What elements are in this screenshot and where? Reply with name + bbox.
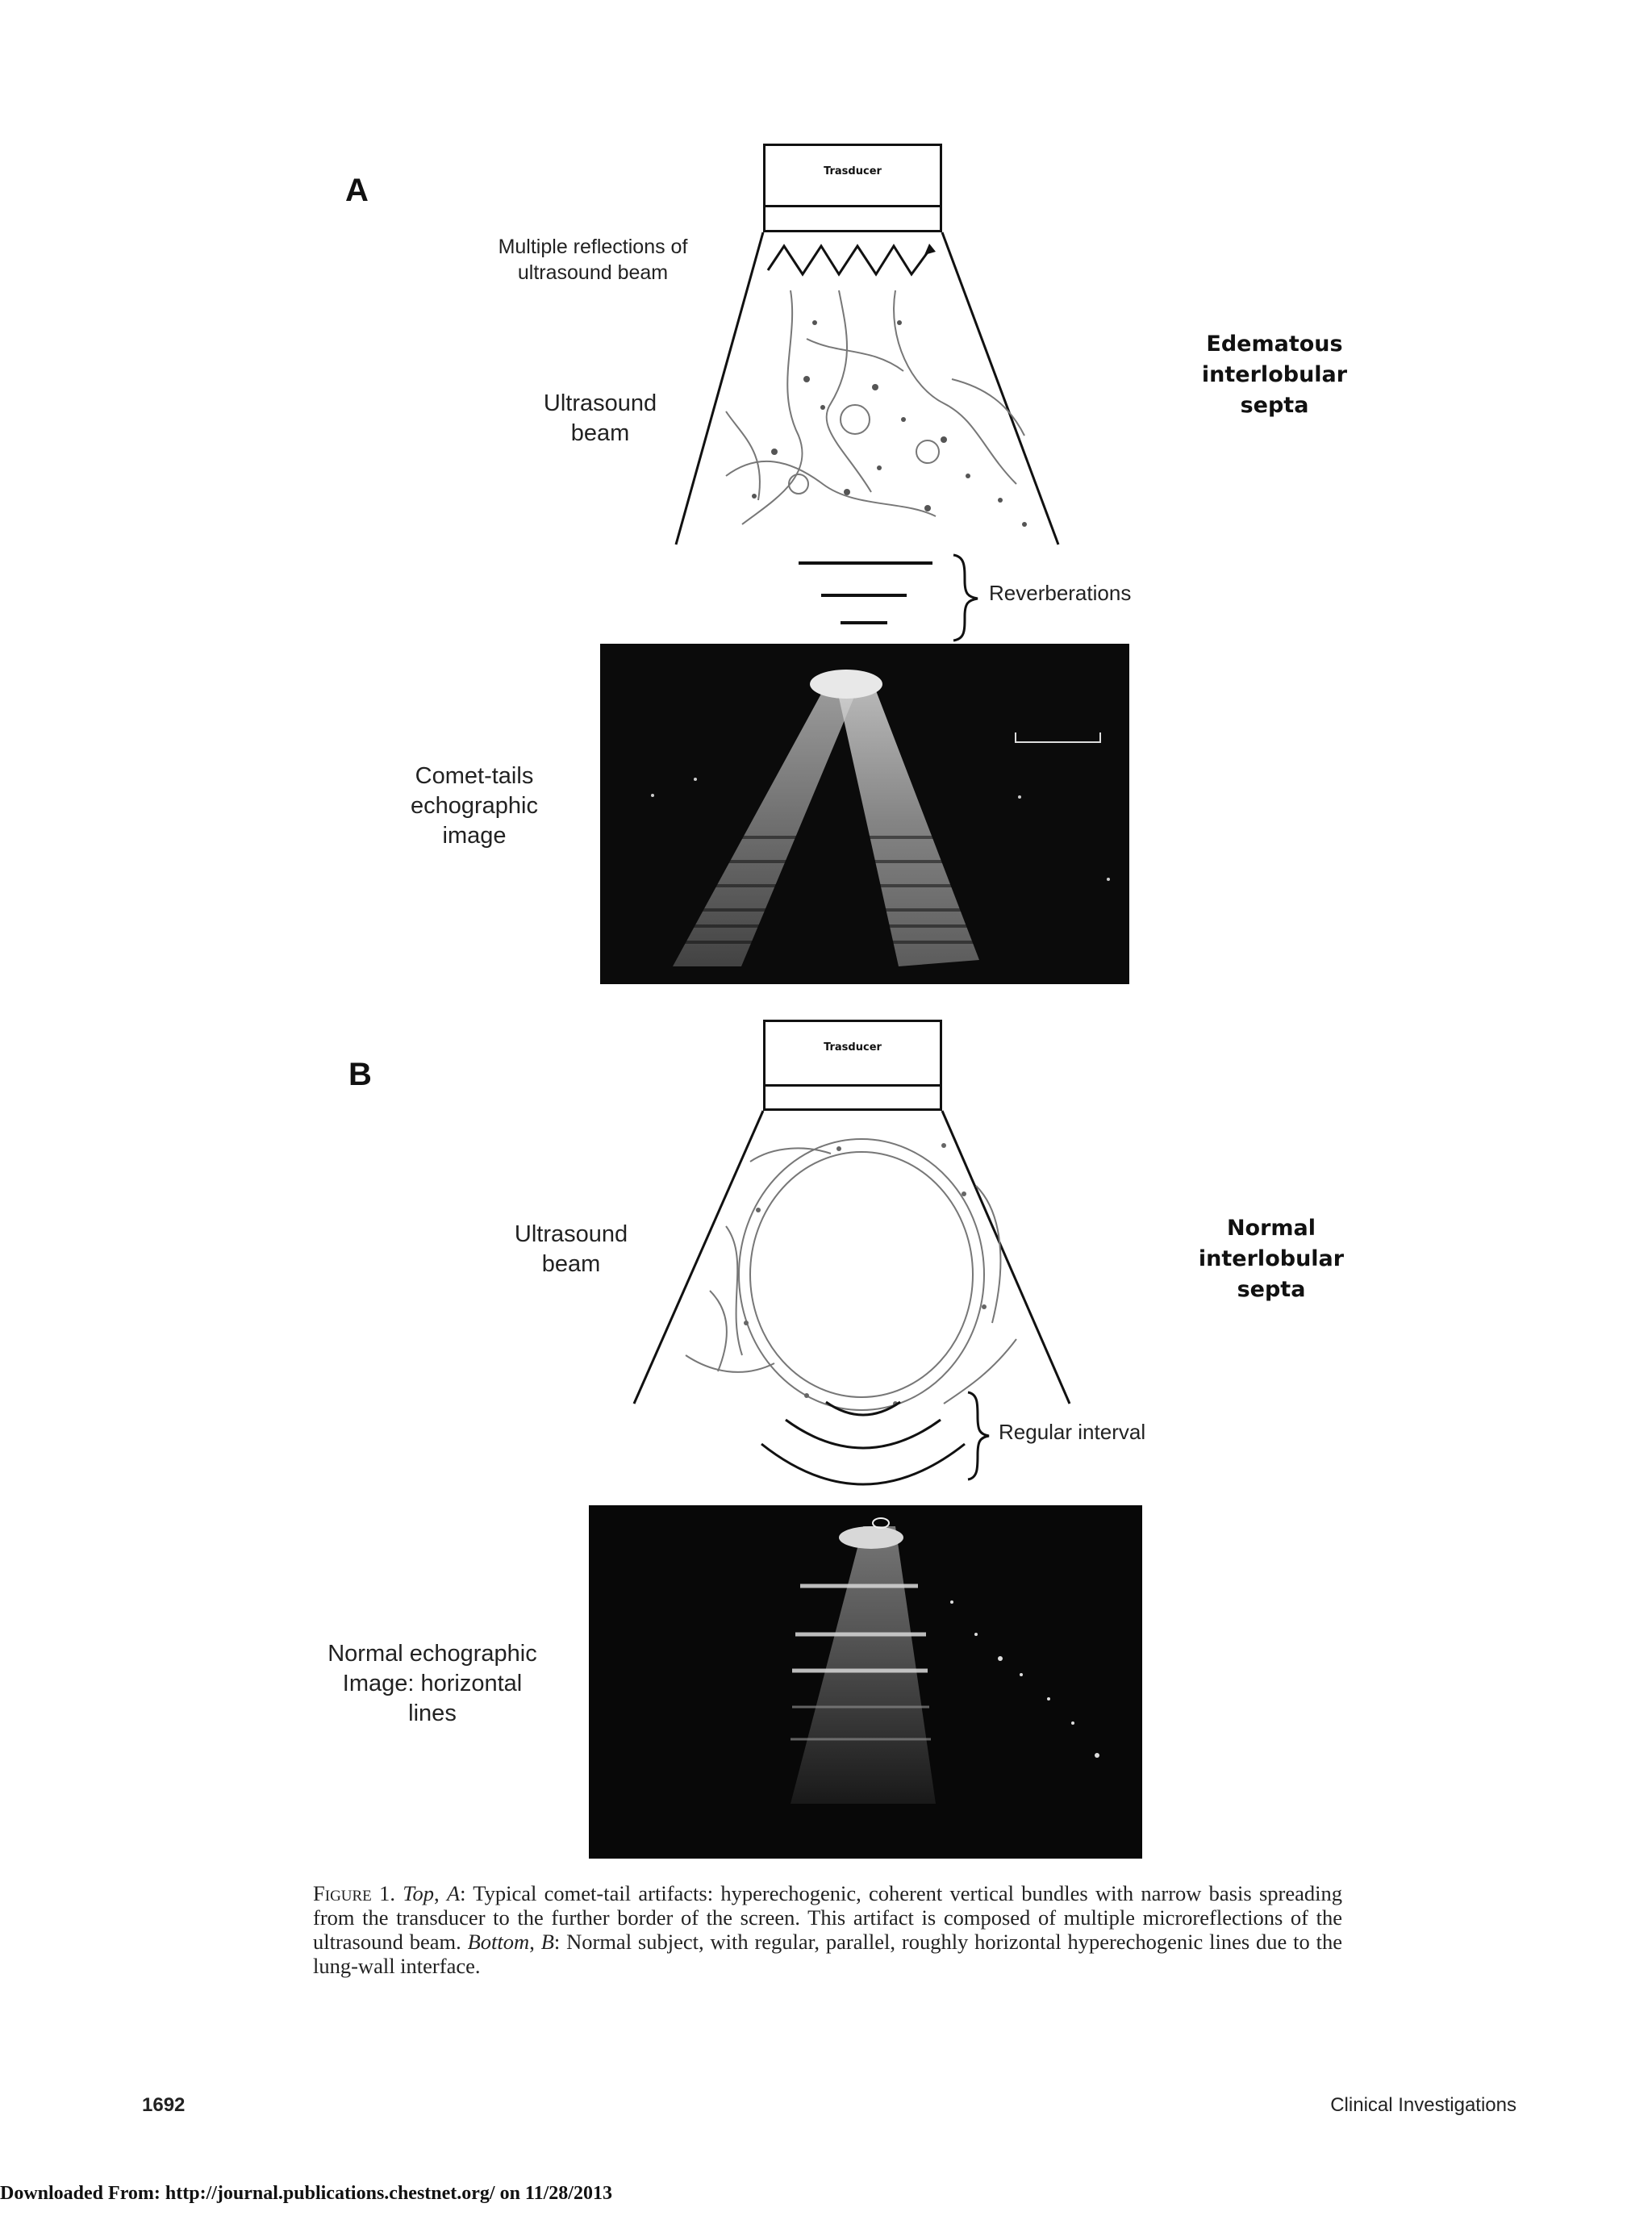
beam-b-left-edge: [634, 1111, 763, 1404]
alveolus-nuclei: [744, 1143, 987, 1406]
normal-echo-line2: Image: horizontal: [303, 1669, 561, 1699]
page-number: 1692: [142, 2094, 185, 2117]
regular-interval-label: Regular interval: [999, 1420, 1145, 1445]
beam-b-right-edge: [942, 1111, 1070, 1404]
normal-line2: interlobular: [1174, 1244, 1368, 1275]
caption-b: B: [541, 1930, 554, 1954]
figure-caption: Figure 1. Top, A: Typical comet-tail art…: [313, 1881, 1342, 1978]
normal-septa-label: Normal interlobular septa: [1174, 1213, 1368, 1305]
alveolus-texture: [686, 1139, 1016, 1410]
normal-line1: Normal: [1174, 1213, 1368, 1244]
normal-echo-line1: Normal echographic: [303, 1639, 561, 1669]
normal-echo-image: [589, 1505, 1142, 1859]
download-notice: Downloaded From: http://journal.publicat…: [0, 2183, 612, 2205]
normal-line3: septa: [1174, 1275, 1368, 1305]
interval-arc-2: [786, 1420, 941, 1448]
caption-a: A: [447, 1881, 460, 1905]
section-name: Clinical Investigations: [1330, 2094, 1516, 2117]
normal-echo-label: Normal echographic Image: horizontal lin…: [303, 1639, 561, 1729]
beam-b-label-line1: Ultrasound: [490, 1220, 652, 1250]
beam-b-label: Ultrasound beam: [490, 1220, 652, 1279]
interval-arc-3: [761, 1444, 965, 1484]
echo-b-pleura-bright: [839, 1526, 903, 1549]
interval-brace: [968, 1392, 989, 1479]
interval-arc-1: [826, 1402, 900, 1415]
caption-figure-label: Figure 1.: [313, 1881, 395, 1905]
beam-b-label-line2: beam: [490, 1250, 652, 1279]
caption-bottom: Bottom: [468, 1930, 530, 1954]
caption-top: Top: [403, 1881, 434, 1905]
normal-echo-line3: lines: [303, 1699, 561, 1729]
